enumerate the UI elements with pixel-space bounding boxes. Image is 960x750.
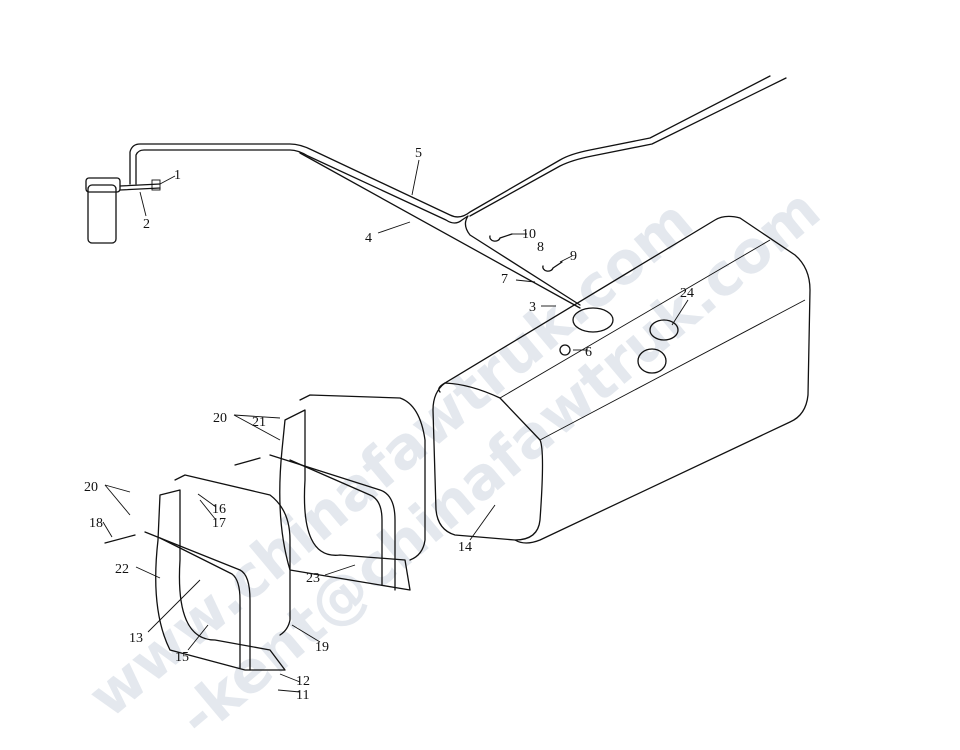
callout-6: 6 bbox=[585, 345, 592, 360]
leader-lines bbox=[102, 159, 689, 693]
callout-10: 10 bbox=[522, 227, 536, 242]
callout-9: 9 bbox=[570, 249, 577, 264]
callout-12: 12 bbox=[296, 674, 310, 689]
callout-1: 1 bbox=[174, 168, 181, 183]
bolt-rear bbox=[234, 457, 261, 466]
clamp-10 bbox=[489, 233, 513, 242]
callout-16: 16 bbox=[212, 502, 226, 517]
callout-13: 13 bbox=[129, 631, 143, 646]
clamp-8-9 bbox=[542, 261, 563, 272]
callout-7: 7 bbox=[501, 272, 508, 287]
fuel-tank bbox=[432, 215, 811, 544]
tank-bracket-front bbox=[144, 474, 291, 671]
callout-8: 8 bbox=[537, 240, 544, 255]
callout-11: 11 bbox=[296, 688, 309, 703]
callout-17: 17 bbox=[212, 516, 226, 531]
callout-21: 21 bbox=[252, 415, 266, 430]
bolt-18 bbox=[104, 534, 136, 544]
callout-3: 3 bbox=[529, 300, 536, 315]
callout-24: 24 bbox=[680, 286, 694, 301]
callout-4: 4 bbox=[365, 231, 372, 246]
callout-2: 2 bbox=[143, 217, 150, 232]
filler-neck bbox=[637, 348, 667, 374]
fuel-cap bbox=[649, 319, 679, 341]
callout-15: 15 bbox=[175, 650, 189, 665]
callout-18: 18 bbox=[89, 516, 103, 531]
drain-plug bbox=[559, 344, 571, 356]
callout-5: 5 bbox=[415, 146, 422, 161]
callout-22: 22 bbox=[115, 562, 129, 577]
callout-14: 14 bbox=[458, 540, 472, 555]
callout-20-front: 20 bbox=[84, 480, 98, 495]
fuel-filter bbox=[85, 177, 161, 244]
callout-19: 19 bbox=[315, 640, 329, 655]
callout-23: 23 bbox=[306, 571, 320, 586]
callout-20-rear: 20 bbox=[213, 411, 227, 426]
fuel-sender bbox=[572, 307, 614, 333]
tank-bracket-rear bbox=[269, 394, 426, 591]
